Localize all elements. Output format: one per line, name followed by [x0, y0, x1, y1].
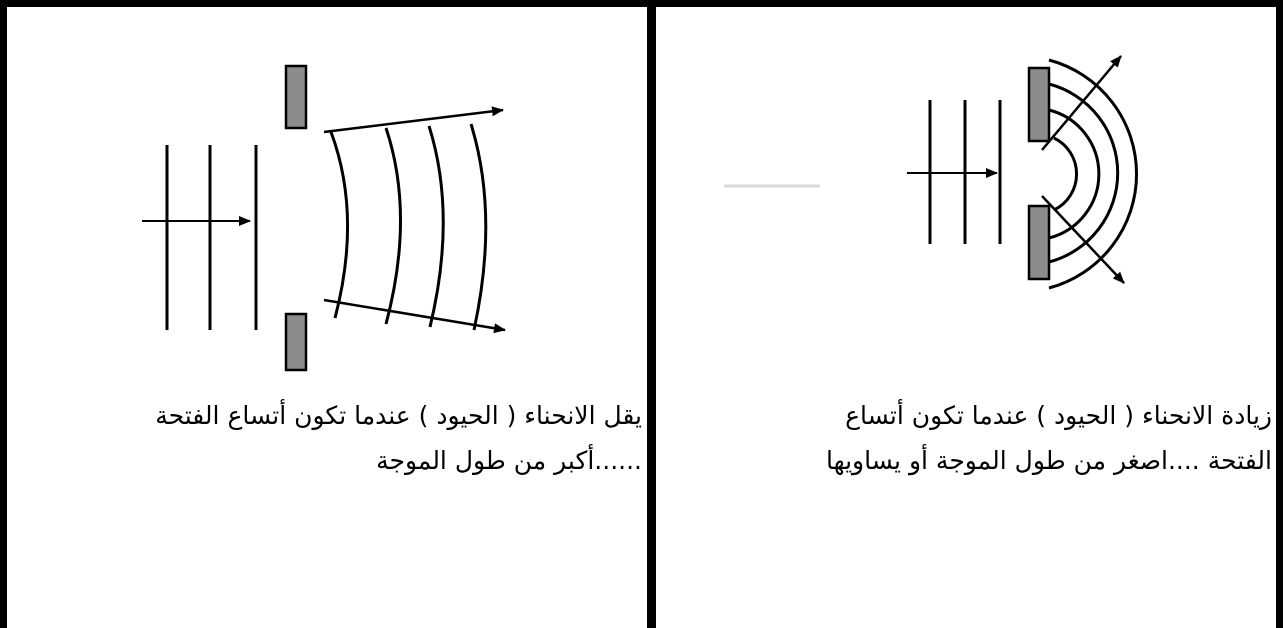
diffracted-wavefront — [1048, 58, 1138, 290]
diffracted-wavefront — [329, 131, 349, 319]
wide-aperture-caption: يقل الانحناء ( الحيود ) عندما تكون أتساع… — [20, 393, 642, 483]
barrier-top — [1027, 66, 1051, 143]
diffracted-arrow — [323, 298, 506, 334]
barrier-bottom — [1027, 204, 1051, 281]
diffracted-wavefront — [427, 125, 445, 328]
wide-aperture-diagram — [142, 64, 506, 372]
diffracted-arrow — [1041, 195, 1125, 284]
diffracted-wavefront — [469, 123, 488, 331]
narrow-aperture-cell: زيادة الانحناء ( الحيود ) عندما تكون أتس… — [652, 0, 1283, 628]
diffracted-arrow — [323, 106, 504, 134]
diffracted-arrow — [1041, 55, 1122, 151]
narrow-aperture-diagram — [724, 55, 1138, 290]
table-border-right — [1276, 0, 1283, 628]
diffracted-wavefront — [384, 127, 402, 325]
table-divider — [647, 0, 656, 628]
diffracted-wavefront — [1048, 82, 1120, 264]
caption-line: ......أكبر من طول الموجة — [376, 446, 642, 475]
barrier-bottom — [284, 312, 308, 372]
table-border-left — [0, 0, 7, 628]
caption-line: يقل الانحناء ( الحيود ) عندما تكون أتساع… — [155, 401, 642, 430]
diffracted-wavefront — [1048, 108, 1101, 240]
table-border-top — [0, 0, 1283, 7]
narrow-aperture-caption: زيادة الانحناء ( الحيود ) عندما تكون أتس… — [652, 393, 1272, 483]
wide-aperture-cell: يقل الانحناء ( الحيود ) عندما تكون أتساع… — [20, 64, 642, 483]
caption-line: الفتحة ....اصغر من طول الموجة أو يساويها — [825, 446, 1272, 475]
barrier-top — [284, 64, 308, 130]
diffracted-wavefront — [1053, 136, 1078, 212]
caption-line: زيادة الانحناء ( الحيود ) عندما تكون أتس… — [845, 401, 1272, 430]
